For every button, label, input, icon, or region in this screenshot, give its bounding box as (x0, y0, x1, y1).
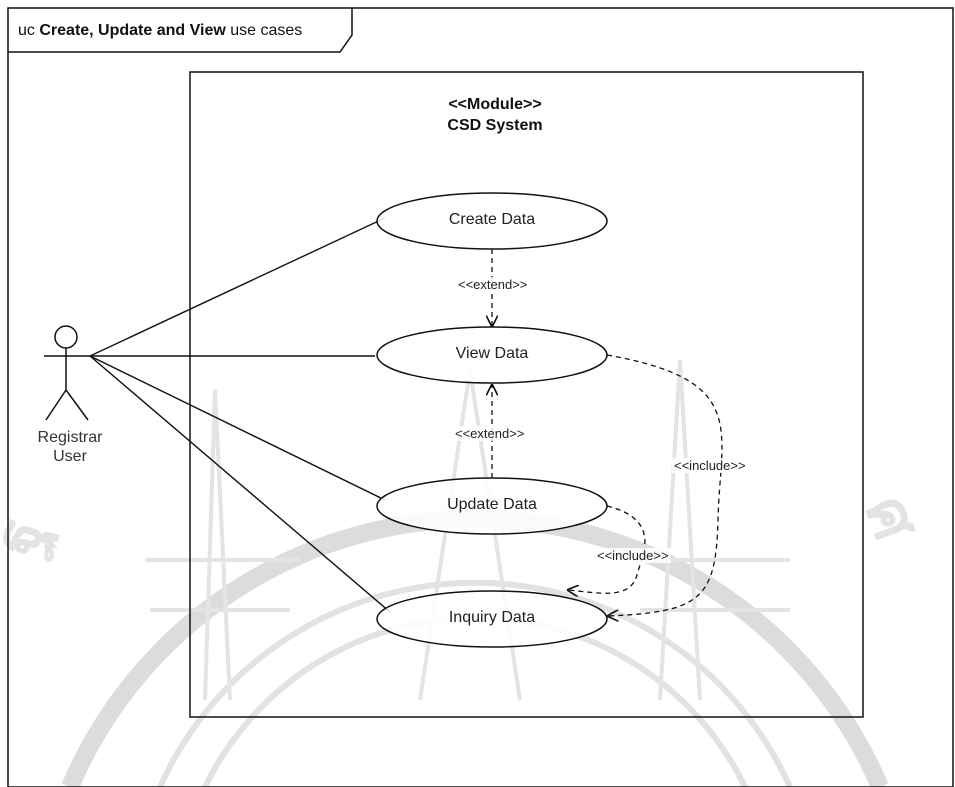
include-label-view: <<include>> (672, 458, 748, 473)
frame-title-tab (8, 8, 353, 53)
use-case-view-label: View Data (455, 345, 529, 362)
actor-label-line1: Registrar (37, 429, 103, 446)
use-case-create-label: Create Data (448, 211, 536, 228)
use-case-inquiry-label: Inquiry Data (448, 609, 536, 626)
extend-label-update: <<extend>> (453, 426, 527, 441)
actor-icon (44, 325, 90, 421)
frame-title-rest: use cases (230, 22, 303, 39)
diagram-frame (7, 7, 954, 787)
include-label-update: <<include>> (595, 548, 671, 563)
association-create (89, 217, 386, 357)
association-update (89, 355, 386, 501)
frame-title-bold: Create, Update and View (39, 22, 226, 39)
system-stereotype: <<Module>> (448, 96, 542, 113)
association-inquiry (89, 355, 391, 613)
include-update-inquiry (568, 505, 646, 593)
extend-label-create: <<extend>> (456, 277, 530, 292)
actor-label-line2: User (53, 448, 87, 465)
frame-title-prefix: uc (18, 22, 35, 39)
use-case-update-label: Update Data (447, 496, 537, 513)
include-view-inquiry (607, 354, 723, 616)
frame-title: uc Create, Update and View use cases (18, 22, 302, 40)
system-boundary (189, 71, 864, 718)
system-name: CSD System (447, 117, 543, 134)
